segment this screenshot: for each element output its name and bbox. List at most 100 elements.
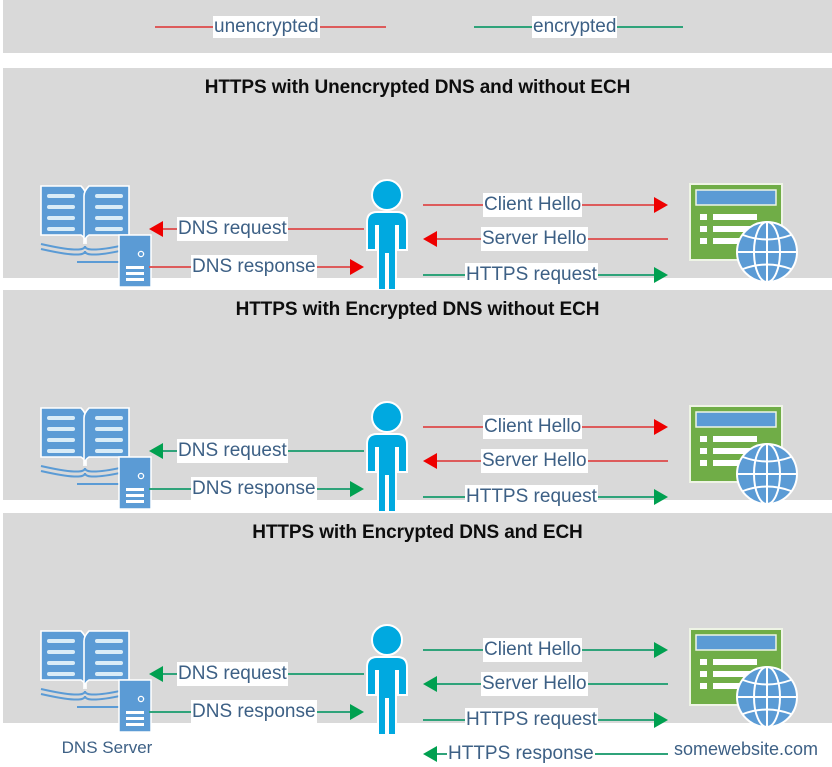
flow-label: Server Hello [481,672,588,696]
user-icon [355,623,419,738]
flow-dns-response: DNS response [149,476,364,502]
flow-server-hello: Server Hello [423,448,668,474]
flow-line [316,266,350,268]
flow-line [287,450,364,452]
dns-server-icon [33,400,163,510]
flow-label: HTTPS request [465,485,598,509]
arrowhead-right-icon [654,712,668,728]
flow-label: HTTPS request [465,708,598,732]
flow-line [587,460,668,462]
arrowhead-right-icon [654,419,668,435]
flow-line [587,238,668,240]
flow-line [423,274,465,276]
flow-label: Server Hello [481,449,588,473]
flow-line [437,683,481,685]
panel-title: HTTPS with Encrypted DNS without ECH [235,299,600,320]
scenario-panel-1: HTTPS with Unencrypted DNS and without E… [3,68,832,321]
flow-label: Client Hello [483,638,583,662]
flow-line [163,228,177,230]
flow-label: DNS request [177,439,288,463]
flow-https-request: HTTPS request [423,262,668,288]
flow-line [437,460,481,462]
flow-line [597,274,654,276]
arrowhead-left-icon [423,231,437,247]
legend-item-encrypted: encrypted [474,15,684,39]
flow-client-hello: Client Hello [423,414,668,440]
legend-item-unencrypted: unencrypted [155,15,386,39]
flow-client-hello: Client Hello [423,192,668,218]
dns-server-icon [33,623,163,733]
flow-line [423,719,465,721]
flow-https-request: HTTPS request [423,484,668,510]
flow-line [582,204,654,206]
legend-label-unencrypted: unencrypted [213,16,320,38]
flow-https-request: HTTPS request [423,707,668,733]
flow-line [582,426,654,428]
flow-line [587,683,668,685]
flow-line [597,719,654,721]
flow-label: Client Hello [483,193,583,217]
arrowhead-right-icon [350,704,364,720]
flow-client-hello: Client Hello [423,637,668,663]
flow-label: DNS request [177,662,288,686]
flow-label: Server Hello [481,227,588,251]
website-icon [686,402,806,512]
flow-dns-request: DNS request [149,661,364,687]
diagram-canvas: unencrypted encrypted HTTPS with Unencry… [3,0,832,766]
arrowhead-right-icon [350,259,364,275]
scenario-panel-3: HTTPS with Encrypted DNS and ECH [3,513,832,766]
flow-line [316,488,350,490]
flow-line [316,711,350,713]
website-icon [686,180,806,290]
arrowhead-right-icon [654,197,668,213]
user-icon [355,178,419,293]
legend-line-unencrypted-right [319,26,386,28]
website-label: somewebsite.com [673,739,819,759]
flow-https-response: HTTPS response [423,741,668,767]
flow-dns-request: DNS request [149,216,364,242]
flow-line [437,753,447,755]
arrowhead-right-icon [654,642,668,658]
dns-server-icon [33,178,163,288]
arrowhead-left-icon [423,676,437,692]
flow-line [423,496,465,498]
flow-label: Client Hello [483,415,583,439]
arrowhead-right-icon [654,489,668,505]
flow-line [423,426,483,428]
arrowhead-left-icon [149,443,163,459]
legend-label-encrypted: encrypted [532,16,618,38]
website-icon [686,625,806,735]
panel-title: HTTPS with Unencrypted DNS and without E… [204,77,631,98]
flow-dns-request: DNS request [149,438,364,464]
flow-line [287,673,364,675]
flow-server-hello: Server Hello [423,671,668,697]
arrowhead-right-icon [350,481,364,497]
legend-panel: unencrypted encrypted [3,0,832,53]
flow-label: DNS request [177,217,288,241]
flow-label: HTTPS response [447,742,595,766]
dns-server-label: DNS Server [61,738,153,757]
arrowhead-left-icon [423,746,437,762]
flow-line [149,488,191,490]
flow-line [149,266,191,268]
panel-title: HTTPS with Encrypted DNS and ECH [252,522,583,543]
flow-line [597,496,654,498]
flow-line [163,673,177,675]
flow-server-hello: Server Hello [423,226,668,252]
scenario-panel-2: HTTPS with Encrypted DNS without ECH [3,290,832,543]
arrowhead-left-icon [423,453,437,469]
flow-line [287,228,364,230]
arrowhead-right-icon [654,267,668,283]
legend-line-unencrypted [155,26,213,28]
flow-label: DNS response [191,255,317,279]
flow-line [423,649,483,651]
flow-dns-response: DNS response [149,699,364,725]
flow-label: HTTPS request [465,263,598,287]
flow-line [149,711,191,713]
arrowhead-left-icon [149,666,163,682]
arrowhead-left-icon [149,221,163,237]
flow-line [163,450,177,452]
flow-line [582,649,654,651]
user-icon [355,400,419,515]
flow-label: DNS response [191,477,317,501]
